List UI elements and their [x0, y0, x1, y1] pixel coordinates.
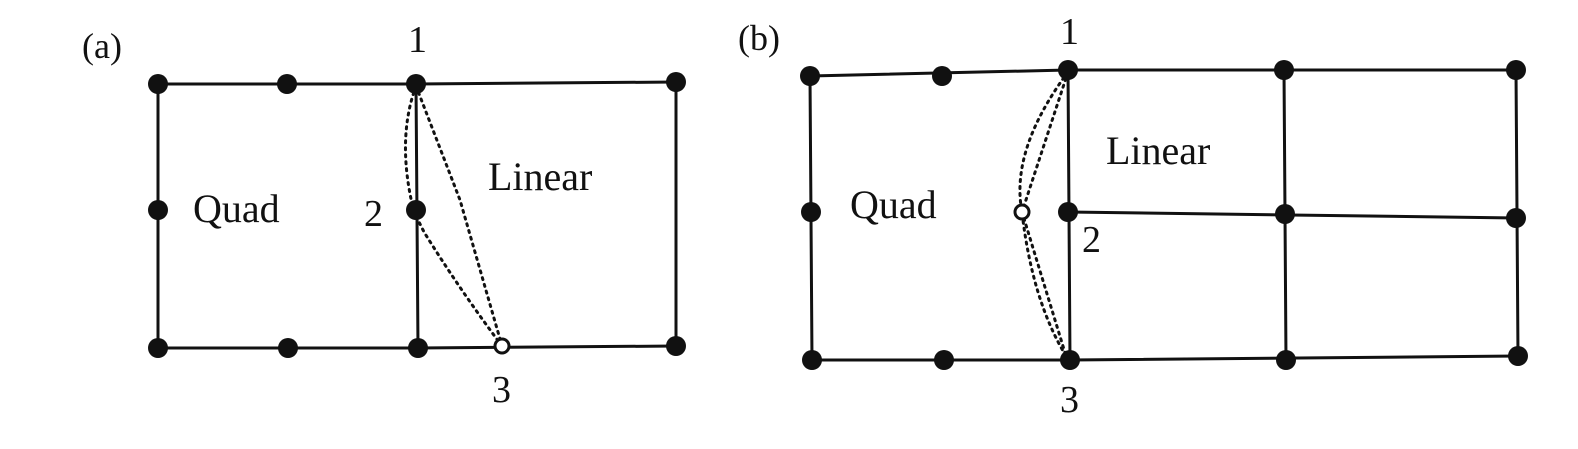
- panel-a-node-1-label: 1: [408, 19, 427, 61]
- panel-a-node-3-hanging: [493, 337, 511, 355]
- panel-a-node: [408, 338, 428, 358]
- panel-a-linear-label: Linear: [488, 154, 592, 199]
- panel-a-node: [148, 200, 168, 220]
- panel-b-node: [800, 66, 820, 86]
- panel-a-node: [148, 338, 168, 358]
- panel-b-node: [1508, 346, 1528, 366]
- panel-b-quad-label: Quad: [850, 182, 937, 227]
- panel-b-node: [1506, 208, 1526, 228]
- panel-b-node-3: [1060, 350, 1080, 370]
- panel-b-node: [1276, 350, 1296, 370]
- panel-b-node: [934, 350, 954, 370]
- panel-b-node: [932, 66, 952, 86]
- panel-b-node-3-label: 3: [1060, 379, 1079, 421]
- panel-b-node: [1275, 204, 1295, 224]
- panel-b-node-2-label: 2: [1082, 219, 1101, 261]
- panel-a-node: [148, 74, 168, 94]
- panel-a-node: [666, 336, 686, 356]
- panel-b: (b) Quad Linear 1 2: [738, 11, 1528, 421]
- panel-a: (a) Quad Linear 1 2 3: [82, 19, 686, 411]
- panel-b-node-2: [1058, 202, 1078, 222]
- panel-a-linear-top-edge: [414, 80, 678, 86]
- panel-b-linear-label: Linear: [1106, 128, 1210, 173]
- panel-a-deformed-linear-edge: [414, 84, 504, 348]
- panel-b-deformed-quad-edge: [1018, 70, 1070, 358]
- panel-b-hanging-node: [1013, 203, 1031, 221]
- panel-a-node: [277, 74, 297, 94]
- panel-a-node-3-label: 3: [492, 369, 511, 411]
- panel-b-node: [802, 350, 822, 370]
- panel-a-quad-label: Quad: [193, 186, 280, 231]
- panel-a-label: (a): [82, 26, 122, 66]
- panel-b-node-1: [1058, 60, 1078, 80]
- panel-a-node-2-label: 2: [364, 193, 383, 235]
- panel-b-node: [1274, 60, 1294, 80]
- panel-a-node-1: [406, 74, 426, 94]
- panel-b-node-1-label: 1: [1060, 11, 1079, 53]
- panel-a-linear-bottom-edge: [416, 344, 678, 350]
- panel-a-deformed-quad-edge: [404, 84, 504, 348]
- panel-b-node: [1506, 60, 1526, 80]
- panel-b-node: [801, 202, 821, 222]
- panel-b-label: (b): [738, 18, 780, 58]
- panel-a-node: [666, 72, 686, 92]
- panel-a-node: [278, 338, 298, 358]
- panel-a-node-2: [406, 200, 426, 220]
